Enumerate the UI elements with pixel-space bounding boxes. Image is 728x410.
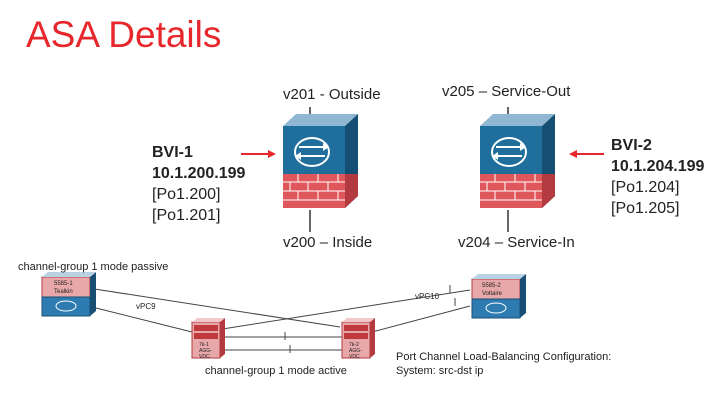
bvi-2-block: BVI-2 10.1.204.199 [Po1.204] [Po1.205] (611, 135, 704, 219)
asa-right-icon (480, 114, 555, 208)
bvi-1-block: BVI-1 10.1.200.199 [Po1.200] [Po1.201] (152, 142, 245, 226)
link-5585-2-to-7k-1 (215, 289, 471, 331)
asa-right-top-vlan: v205 – Service-Out (442, 83, 571, 100)
link-5585-2-to-7k-2 (371, 305, 471, 333)
nexus-7k-2-label: 7k-2 AGG- VDC (349, 342, 362, 360)
bvi-2-ip: 10.1.204.199 (611, 158, 705, 175)
arrow-left-icon (241, 150, 276, 158)
vpc10-label: vPC10 (415, 292, 440, 301)
bvi-1-name: BVI-1 (152, 144, 193, 161)
asa-left-top-vlan: v201 - Outside (283, 86, 381, 103)
bvi-2-name: BVI-2 (611, 137, 652, 154)
asa-left-icon (283, 114, 358, 208)
switch-5585-2-label: 5585-2 Voltaire (482, 283, 503, 297)
switch-5585-1-icon (41, 272, 96, 317)
bvi-2-port: [Po1.205] (611, 200, 680, 217)
bvi-1-port: [Po1.200] (152, 186, 221, 203)
nexus-7k-1-icon (191, 318, 225, 359)
page-title: ASA Details (26, 14, 222, 55)
note-line-2: System: src-dst ip (396, 365, 484, 377)
passive-mode-label: channel-group 1 mode passive (18, 261, 169, 273)
link-5585-1-to-7k-1 (87, 305, 193, 333)
nexus-7k-2-icon (341, 318, 375, 359)
arrow-right-icon (569, 150, 604, 158)
bvi-1-ip: 10.1.200.199 (152, 165, 246, 182)
switch-5585-1-label: 5585-1 Tealkin (54, 281, 73, 295)
nexus-7k-1-label: 7k-1 AGG- VDC (199, 342, 212, 360)
asa-right-bottom-vlan: v204 – Service-In (458, 234, 575, 251)
asa-left-bottom-vlan: v200 – Inside (283, 234, 373, 251)
load-balancing-note: Port Channel Load-Balancing Configuratio… (396, 350, 611, 378)
link-5585-1-to-7k-2 (87, 287, 341, 328)
bvi-1-port: [Po1.201] (152, 207, 221, 224)
switch-5585-2-icon (471, 274, 526, 319)
active-mode-label: channel-group 1 mode active (205, 365, 347, 377)
bvi-2-port: [Po1.204] (611, 179, 680, 196)
note-line-1: Port Channel Load-Balancing Configuratio… (396, 351, 612, 363)
vpc9-label: vPC9 (136, 302, 156, 311)
